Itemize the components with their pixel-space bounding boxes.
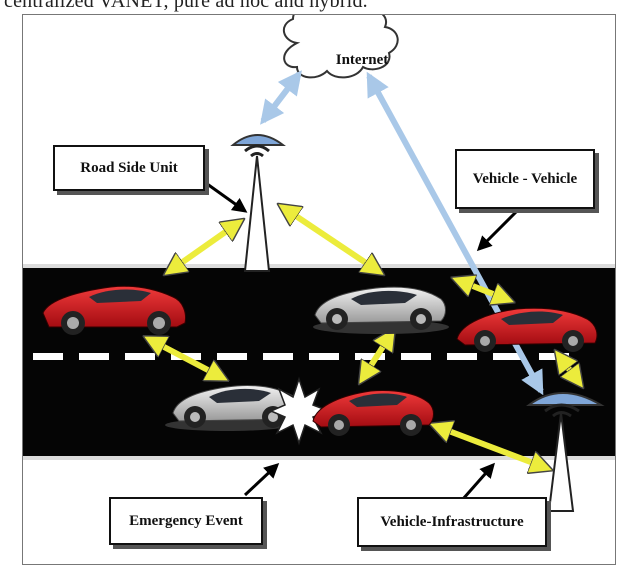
car-silver-1 [313,286,449,334]
link-rsu-car1 [167,221,241,273]
pointer-v2i [461,462,495,500]
pointer-v2v [476,207,521,252]
infrastructure-tower [525,392,605,512]
link-rsu-car2 [281,206,381,273]
vanet-diagram [23,15,615,512]
car-silver-2 [165,384,300,431]
internet-label: Internet [335,52,389,68]
caption-fragment: centralized VANET, pure ad hoc and hybri… [4,0,368,12]
road-side-unit-label: Road Side Unit [53,145,205,191]
car-red-3 [456,307,598,352]
link-car2-car4 [361,331,393,381]
v2x-links [147,206,581,469]
vehicle-vehicle-label: Vehicle - Vehicle [455,149,595,209]
link-car5-rsu2 [557,353,581,385]
emergency-event-label: Emergency Event [109,497,263,545]
link-car1-car3 [147,338,225,379]
link-car4-rsu2 [433,425,549,469]
car-red-1 [42,285,186,335]
pointer-rsu [202,179,248,213]
link-car2-car5 [455,279,511,301]
vehicle-infrastructure-label: Vehicle-Infrastructure [357,497,547,547]
internet-rsu-link [260,70,302,125]
diagram-frame: Internet Road Side Unit Vehicle - Vehicl… [22,14,616,565]
road-side-unit-tower [230,134,286,272]
pointer-emergency [243,462,280,497]
internet-cloud-icon [282,15,399,79]
car-red-2 [312,390,434,436]
crash-burst-icon [269,376,332,446]
